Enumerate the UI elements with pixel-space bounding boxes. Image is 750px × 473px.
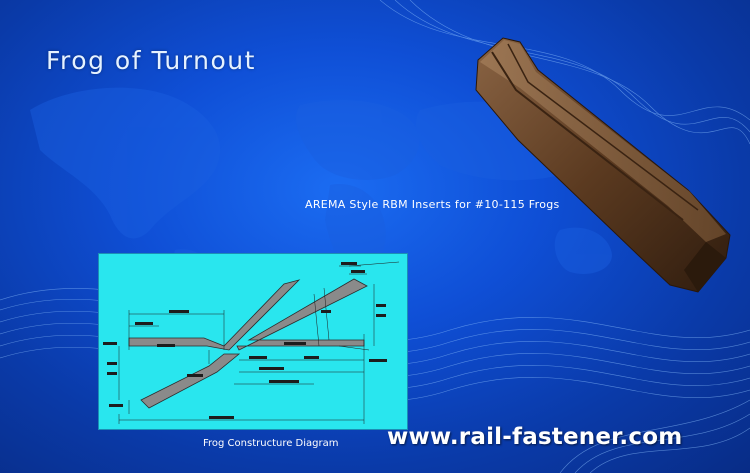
page-title: Frog of Turnout: [46, 46, 256, 75]
rails: [128, 278, 368, 409]
dimension-lines: [118, 261, 400, 424]
website-url[interactable]: www.rail-fastener.com: [387, 424, 683, 450]
frog-construction-diagram: [98, 253, 408, 430]
diagram-drawing: [103, 261, 400, 424]
dimension-ticks: [103, 262, 387, 419]
frog-insert-image: [475, 37, 731, 293]
world-map-silhouette: [30, 87, 612, 346]
product-caption: AREMA Style RBM Inserts for #10-115 Frog…: [305, 198, 560, 211]
diagram-caption: Frog Constructure Diagram: [203, 438, 339, 449]
